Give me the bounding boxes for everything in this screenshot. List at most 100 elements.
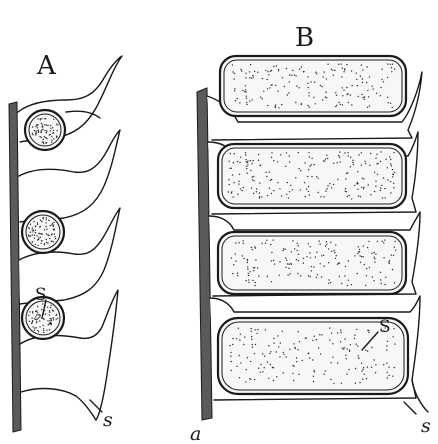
stipple-dot <box>51 136 52 137</box>
stipple-dot <box>271 281 272 282</box>
stipple-dot <box>48 324 49 325</box>
stipple-dot <box>363 188 364 189</box>
stipple-dot <box>323 76 324 77</box>
stipple-dot <box>335 92 336 93</box>
stipple-dot <box>47 125 48 126</box>
stipple-dot <box>247 173 248 174</box>
stipple-dot <box>308 95 309 96</box>
stipple-dot <box>383 81 384 82</box>
stipple-dot <box>231 191 232 192</box>
stipple-dot <box>252 347 253 348</box>
stipple-dot <box>238 181 239 182</box>
stipple-dot <box>394 282 395 283</box>
stipple-dot <box>57 130 58 131</box>
stipple-dot <box>36 235 37 236</box>
stipple-dot <box>245 85 246 86</box>
stipple-dot <box>387 97 388 98</box>
stipple-dot <box>351 198 352 199</box>
stipple-dot <box>264 367 265 368</box>
stipple-dot <box>283 372 284 373</box>
stipple-dot <box>53 119 54 120</box>
stipple-dot <box>326 241 327 242</box>
stipple-dot <box>339 276 340 277</box>
stipple-dot <box>239 355 240 356</box>
stipple-dot <box>43 328 44 329</box>
stipple-dot <box>391 67 392 68</box>
stipple-dot <box>313 164 314 165</box>
stipple-dot <box>252 75 253 76</box>
stipple-dot <box>331 69 332 70</box>
stipple-dot <box>345 355 346 356</box>
stipple-dot <box>365 163 366 164</box>
stipple-dot <box>346 358 347 359</box>
stipple-dot <box>364 99 365 100</box>
stipple-dot <box>367 247 368 248</box>
stipple-dot <box>240 69 241 70</box>
stipple-dot <box>43 332 44 333</box>
stipple-dot <box>334 252 335 253</box>
stipple-dot <box>308 353 309 354</box>
stipple-dot <box>335 106 336 107</box>
stipple-dot <box>313 381 314 382</box>
stipple-dot <box>248 282 249 283</box>
stipple-dot <box>329 327 330 328</box>
stipple-dot <box>49 134 50 135</box>
stipple-dot <box>392 63 393 64</box>
stipple-dot <box>392 269 393 270</box>
stipple-dot <box>323 71 324 72</box>
stipple-dot <box>35 131 36 132</box>
stipple-dot <box>374 258 375 259</box>
stipple-dot <box>271 70 272 71</box>
stipple-dot <box>275 85 276 86</box>
stipple-dot <box>319 243 320 244</box>
stipple-dot <box>337 264 338 265</box>
stipple-dot <box>28 315 29 316</box>
stipple-dot <box>255 329 256 330</box>
stipple-dot <box>352 162 353 163</box>
stipple-dot <box>304 182 305 183</box>
stipple-dot <box>368 330 369 331</box>
stipple-dot <box>46 233 47 234</box>
stipple-dot <box>50 225 51 226</box>
stipple-dot <box>369 105 370 106</box>
stipple-dot <box>363 256 364 257</box>
stipple-dot <box>240 157 241 158</box>
stipple-dot <box>46 130 47 131</box>
stipple-dot <box>250 170 251 171</box>
stipple-dot <box>274 263 275 264</box>
stipple-dot <box>333 163 334 164</box>
stipple-dot <box>387 377 388 378</box>
stipple-dot <box>238 183 239 184</box>
stipple-dot <box>36 322 37 323</box>
stipple-dot <box>374 191 375 192</box>
stipple-dot <box>269 87 270 88</box>
stipple-dot <box>357 189 358 190</box>
stipple-dot <box>323 160 324 161</box>
stipple-dot <box>323 196 324 197</box>
stipple-dot <box>253 193 254 194</box>
stipple-dot <box>369 267 370 268</box>
stipple-dot <box>57 124 58 125</box>
stipple-dot <box>40 315 41 316</box>
stipple-dot <box>324 161 325 162</box>
stipple-dot <box>34 330 35 331</box>
stipple-dot <box>245 154 246 155</box>
stipple-dot <box>270 180 271 181</box>
stipple-dot <box>44 243 45 244</box>
stipple-dot <box>267 88 268 89</box>
stipple-dot <box>231 257 232 258</box>
stipple-dot <box>243 243 244 244</box>
stipple-dot <box>44 118 45 119</box>
stipple-dot <box>362 369 363 370</box>
stipple-dot <box>358 96 359 97</box>
stipple-dot <box>312 340 313 341</box>
stipple-dot <box>47 307 48 308</box>
stipple-dot <box>368 184 369 185</box>
stipple-dot <box>232 64 233 65</box>
stipple-dot <box>43 142 44 143</box>
stipple-dot <box>361 371 362 372</box>
stipple-dot <box>330 282 331 283</box>
stipple-dot <box>34 238 35 239</box>
stipple-dot <box>285 267 286 268</box>
stipple-dot <box>28 234 29 235</box>
